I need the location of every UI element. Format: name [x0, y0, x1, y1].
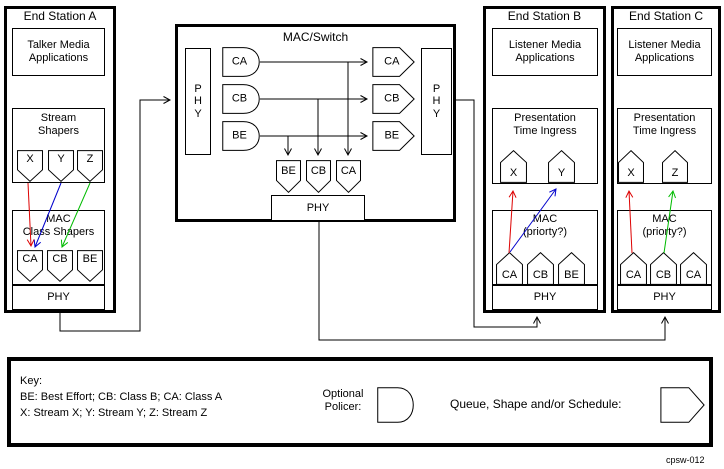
shape-label: Y: [57, 153, 65, 165]
policer-ca: CA: [222, 47, 260, 77]
local-queue-ca: CA: [336, 160, 361, 193]
stream-shaper-y: Y: [48, 150, 74, 182]
ingress-shape-y-b: Y: [548, 150, 575, 183]
shape-label: CB: [384, 92, 400, 105]
shape-label: CB: [52, 253, 68, 265]
key-box: [7, 357, 713, 447]
figure-id: cpsw-012: [666, 455, 705, 465]
policer-icon: [377, 387, 414, 423]
key-policer-shape: [377, 387, 414, 423]
shape-label: CB: [231, 92, 248, 105]
class-shaper-be: BE: [77, 250, 103, 282]
pentagon-down-icon: [306, 160, 331, 193]
ingress-shape-x-c: X: [618, 150, 644, 183]
egress-queue-cb: CB: [372, 84, 415, 114]
shape-label: BE: [281, 165, 296, 177]
shape-label: CA: [625, 269, 642, 281]
station-a-app-box: Talker Media Applications: [12, 28, 105, 76]
shape-label: CA: [340, 165, 357, 177]
shape-label: CB: [655, 269, 672, 281]
shape-label: X: [509, 167, 518, 179]
pentagon-down-icon: [276, 160, 301, 193]
key-queue-label: Queue, Shape and/or Schedule:: [450, 397, 622, 411]
shape-label: CA: [22, 253, 38, 265]
shape-label: CA: [384, 55, 400, 68]
egress-queue-ca: CA: [372, 47, 415, 77]
key-policer-label: Optional Policer:: [322, 388, 364, 414]
class-shaper-cb: CB: [47, 250, 73, 282]
policer-be: BE: [222, 121, 260, 151]
local-queue-cb: CB: [306, 160, 331, 193]
shape-label: CA: [685, 269, 702, 281]
station-b-title: End Station B: [507, 9, 582, 23]
policer-icon: [222, 84, 260, 114]
shape-label: CB: [310, 165, 327, 177]
station-a-title: End Station A: [23, 9, 97, 23]
shape-label: Y: [557, 167, 566, 179]
shape-label: BE: [564, 269, 579, 281]
switch-phy-right: P H Y: [421, 48, 452, 155]
stream-shaper-z: Z: [77, 150, 103, 182]
switch-phy-left: P H Y: [185, 48, 211, 155]
station-b-app-box: Listener Media Applications: [492, 28, 598, 76]
station-c-title: End Station C: [628, 9, 704, 23]
mac-switch-title: MAC/Switch: [282, 30, 349, 44]
egress-queue-be: BE: [372, 121, 415, 151]
shape-label: BE: [232, 129, 247, 142]
shape-label: CB: [532, 269, 549, 281]
shape-label: BE: [384, 129, 400, 142]
pentagon-up-icon: [680, 252, 707, 285]
pentagon-down-icon: [17, 150, 43, 182]
pentagon-down-icon: [336, 160, 361, 193]
pentagon-up-icon: [662, 150, 688, 183]
shape-label: Z: [671, 167, 679, 179]
pentagon-right-icon: [372, 121, 415, 151]
key-classes-line: BE: Best Effort; CB: Class B; CA: Class …: [20, 391, 223, 403]
shape-label: CA: [231, 55, 248, 68]
station-a-phy-box: PHY: [12, 285, 105, 310]
ingress-shape-x-b: X: [500, 150, 527, 183]
mac-queue-be-b: BE: [558, 252, 585, 285]
stream-shaper-x: X: [17, 150, 43, 182]
key-queue-shape: [660, 387, 705, 423]
policer-icon: [222, 121, 260, 151]
key-title: Key:: [20, 375, 43, 387]
pentagon-up-icon: [548, 150, 575, 183]
local-queue-be: BE: [276, 160, 301, 193]
policer-icon: [222, 47, 260, 77]
pentagon-right-icon: [660, 387, 705, 423]
shape-label: BE: [82, 253, 98, 265]
pentagon-up-icon: [618, 150, 644, 183]
shape-label: CA: [501, 269, 518, 281]
shape-label: X: [627, 167, 635, 179]
ingress-shape-z-c: Z: [662, 150, 688, 183]
station-c-phy-box: PHY: [617, 285, 712, 310]
shape-label: Z: [86, 153, 94, 165]
class-shaper-ca: CA: [17, 250, 43, 282]
pentagon-right-icon: [372, 84, 415, 114]
station-b-phy-box: PHY: [492, 285, 598, 310]
mac-queue-ca2-c: CA: [680, 252, 707, 285]
key-streams-line: X: Stream X; Y: Stream Y; Z: Stream Z: [20, 407, 208, 419]
pentagon-right-icon: [372, 47, 415, 77]
station-c-app-box: Listener Media Applications: [617, 28, 712, 76]
shape-label: X: [26, 153, 34, 165]
mac-queue-cb-b: CB: [527, 252, 554, 285]
switch-phy-bottom: PHY: [271, 195, 365, 221]
policer-cb: CB: [222, 84, 260, 114]
mac-queue-ca-b: CA: [496, 252, 523, 285]
mac-queue-cb-c: CB: [650, 252, 677, 285]
pentagon-down-icon: [17, 250, 43, 282]
mac-queue-ca1-c: CA: [620, 252, 647, 285]
